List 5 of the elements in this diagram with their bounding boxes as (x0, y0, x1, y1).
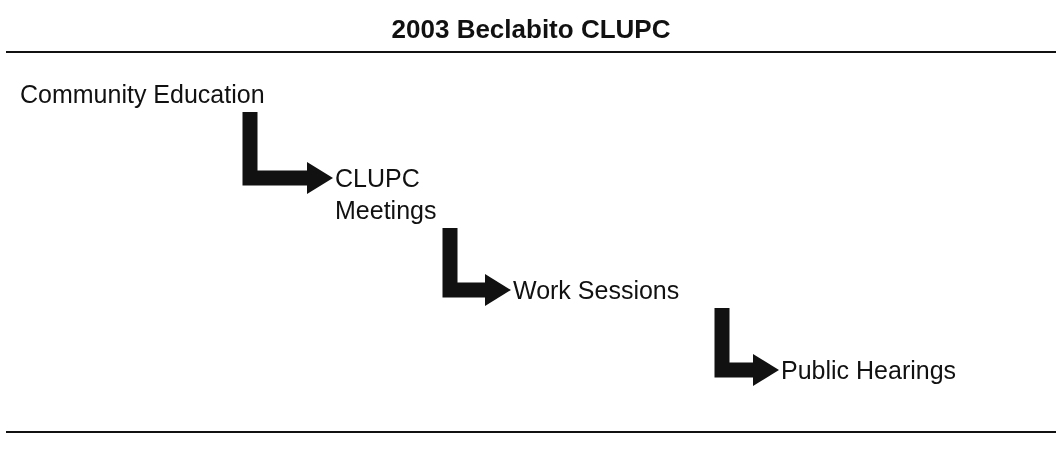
diagram-title: 2003 Beclabito CLUPC (390, 14, 672, 45)
step-label: Work Sessions (513, 274, 713, 306)
step-label: CLUPC Meetings (335, 162, 485, 226)
step-label: Public Hearings (781, 354, 1011, 386)
step-label: Community Education (20, 78, 350, 110)
